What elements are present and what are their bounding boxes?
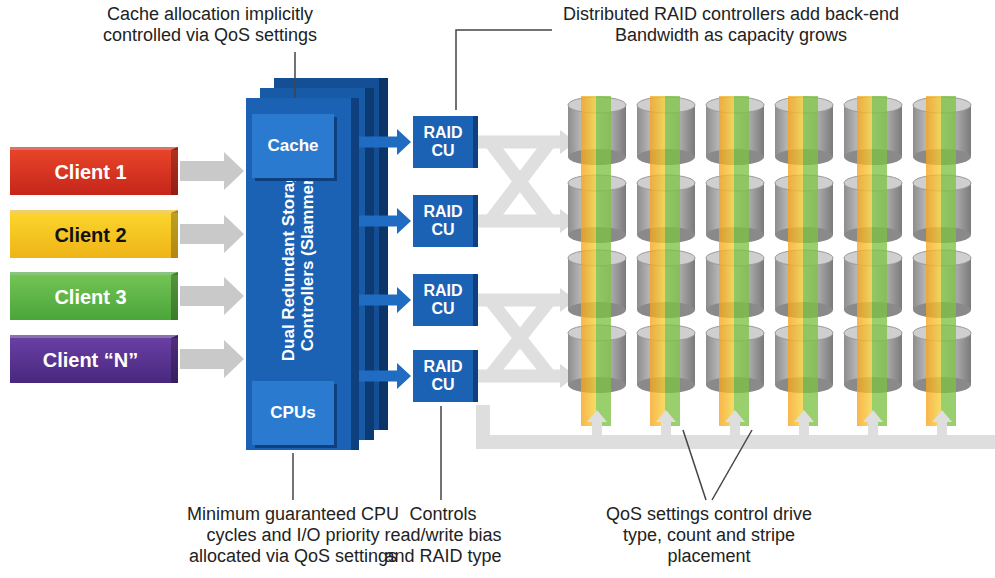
return-arrowhead [863, 410, 883, 422]
client-box: Client 3 [10, 272, 178, 320]
return-arrowhead [725, 410, 745, 422]
return-arrow [661, 420, 671, 436]
raid-box: RAID CU [413, 350, 473, 402]
client-box: Client 2 [10, 210, 178, 258]
return-arrow [868, 420, 878, 436]
return-arrow [937, 420, 947, 436]
return-arrowhead [794, 410, 814, 422]
node-label: Cache [267, 136, 318, 156]
return-arrow [730, 420, 740, 436]
callout-label: Controls read/write bias and RAID type [376, 504, 510, 567]
leader-lines [293, 30, 752, 500]
stripe-band [734, 96, 749, 426]
raid-box: RAID CU [413, 274, 473, 326]
stripe-band [788, 96, 803, 426]
cpu-box: CPUs [252, 381, 334, 445]
callout-label: Distributed RAID controllers add back-en… [556, 4, 906, 46]
leader-lines [292, 453, 294, 500]
flow-arrow [359, 363, 411, 389]
stripe-band [596, 96, 611, 426]
stripe-band [650, 96, 665, 426]
stripe-band [872, 96, 887, 426]
node-label: RAID CU [417, 358, 469, 394]
raid-box: RAID CU [413, 195, 473, 247]
node-label: Client 3 [54, 286, 126, 309]
return-arrowhead [656, 410, 676, 422]
flow-arrow [180, 215, 244, 253]
flow-arrow [180, 340, 244, 378]
stripe-band [581, 96, 596, 426]
flow-arrow [180, 152, 244, 190]
controller-box: Dual Redundant Storage Controllers (Slam… [246, 98, 351, 450]
callout-label: QoS settings control drive type, count a… [598, 504, 820, 567]
callout-label: Cache allocation implicitly controlled v… [70, 4, 350, 46]
cache-box: Cache [252, 114, 334, 178]
drive-array [568, 96, 971, 436]
raid-box: RAID CU [413, 116, 473, 168]
leader-lines [440, 406, 442, 500]
leader-lines [712, 430, 752, 500]
node-label: RAID CU [417, 203, 469, 239]
node-label: RAID CU [417, 282, 469, 318]
node-label: RAID CU [417, 124, 469, 160]
drive-paths [490, 142, 550, 221]
stripe-band [719, 96, 734, 426]
node-label: Dual Redundant Storage Controllers (Slam… [279, 162, 317, 362]
node-label: CPUs [270, 403, 315, 423]
flow-arrow [359, 208, 411, 234]
flow-arrow [359, 129, 411, 155]
drive-paths [490, 142, 550, 221]
drive-paths [490, 300, 550, 376]
leader-lines [683, 430, 706, 500]
leader-lines [456, 30, 552, 110]
return-arrow [799, 420, 809, 436]
stripe-band [941, 96, 956, 426]
callout-label: Minimum guaranteed CPU cycles and I/O pr… [168, 504, 418, 567]
node-label: Client 2 [54, 224, 126, 247]
return-arrow [592, 420, 602, 436]
node-label: Client “N” [43, 349, 139, 372]
stripe-band [926, 96, 941, 426]
flow-arrow [359, 287, 411, 313]
stripe-band [665, 96, 680, 426]
flow-arrow [180, 277, 244, 315]
return-arrowhead [932, 410, 952, 422]
drive-paths [490, 300, 550, 376]
client-box: Client “N” [10, 335, 178, 383]
client-box: Client 1 [10, 147, 178, 195]
return-arrowhead [587, 410, 607, 422]
drive-paths [476, 142, 562, 376]
node-label: Client 1 [54, 161, 126, 184]
stripe-band [803, 96, 818, 426]
stripe-band [857, 96, 872, 426]
